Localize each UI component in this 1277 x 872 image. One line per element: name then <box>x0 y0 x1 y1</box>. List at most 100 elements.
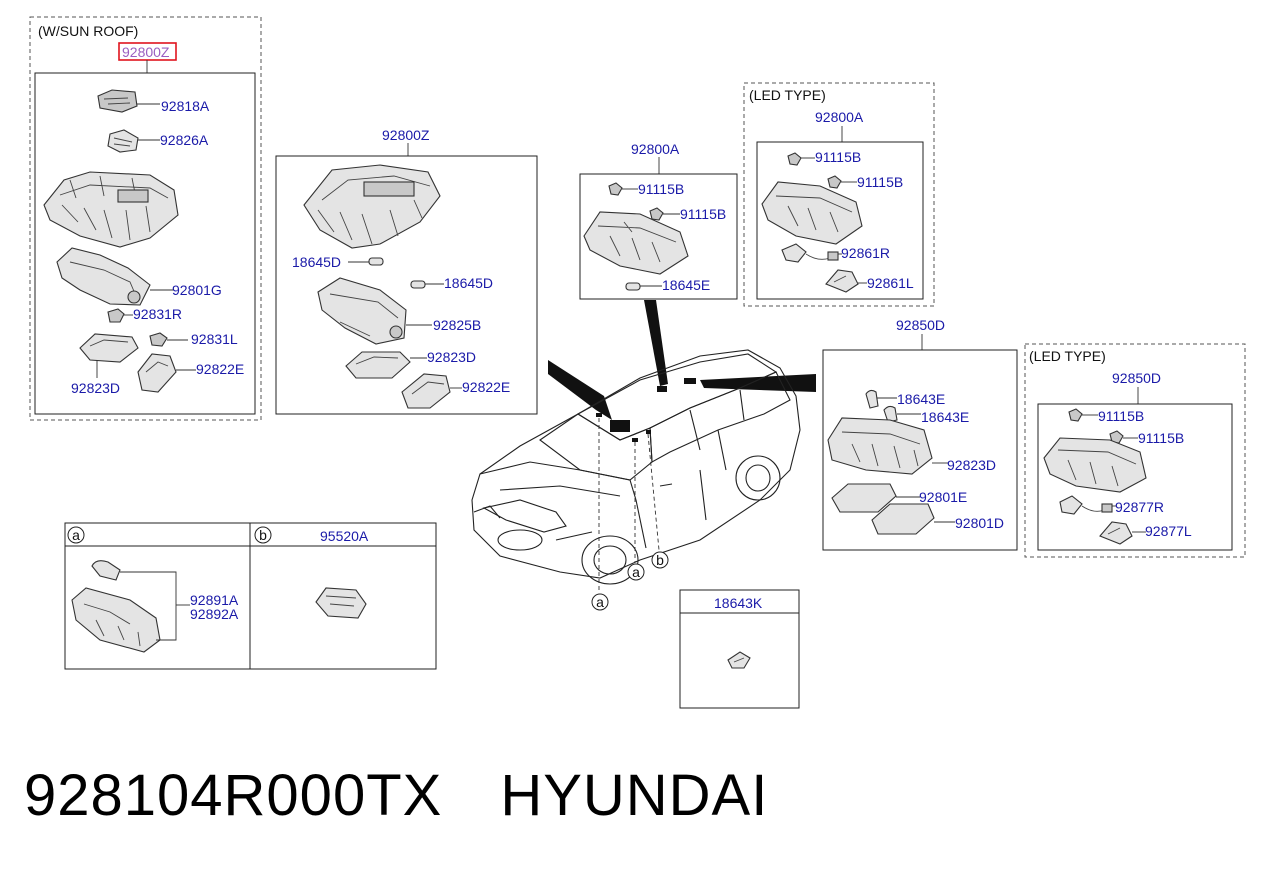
sunroof-inner-frame <box>34 72 256 415</box>
group-room-lamp: 92850D 18643E 18643E 92823D 92801E 92801… <box>822 317 1018 551</box>
part-label[interactable]: 92891A <box>190 592 239 608</box>
group-front-lamp: 92800Z 18645D 18645D 92825B 9 <box>275 127 538 415</box>
part-label[interactable]: 92823D <box>71 380 120 396</box>
map-led-header: (LED TYPE) <box>749 87 826 103</box>
part-label[interactable]: 92822E <box>462 379 510 395</box>
callout-a-1[interactable]: a <box>591 593 609 611</box>
part-label[interactable]: 92831R <box>133 306 182 322</box>
lens-92822e-front-drawing <box>401 373 451 409</box>
part-label[interactable]: 92892A <box>190 606 239 622</box>
part-label[interactable]: 92877L <box>1145 523 1192 539</box>
part-label[interactable]: 92822E <box>196 361 244 377</box>
svg-text:a: a <box>72 527 80 543</box>
svg-text:a: a <box>596 594 604 610</box>
bulb-18643e-a <box>865 389 879 409</box>
led-92861l-drawing <box>825 269 859 293</box>
part-label[interactable]: 92877R <box>1115 499 1164 515</box>
part-label[interactable]: 92801D <box>955 515 1004 531</box>
sunroof-console-housing-drawing <box>43 171 179 248</box>
bulb-box: 18643K <box>679 589 800 709</box>
bulb-18643e-b <box>883 405 898 423</box>
lens-92801g-drawing <box>56 247 151 306</box>
svg-text:b: b <box>259 527 267 543</box>
part-label[interactable]: 92861L <box>867 275 914 291</box>
room-led-frame <box>1037 403 1233 551</box>
group-room-lamp-led: (LED TYPE) 92850D 91115B 91115B 92877R <box>1024 343 1246 558</box>
connector-92831l-drawing <box>149 332 168 347</box>
map-lamp-housing-drawing <box>583 211 689 275</box>
part-label[interactable]: 92818A <box>161 98 210 114</box>
car-illustration: a a b <box>471 300 816 611</box>
front-lamp-housing-drawing <box>303 164 441 249</box>
part-label[interactable]: 91115B <box>680 206 726 222</box>
part-label[interactable]: 92861R <box>841 245 890 261</box>
lens-92823d-drawing <box>79 333 139 363</box>
room-lamp-frame <box>822 349 1018 551</box>
room-led-dashed-frame <box>1024 343 1246 558</box>
callout-a-2[interactable]: a <box>627 563 645 581</box>
part-label[interactable]: 92801G <box>172 282 222 298</box>
lens-92822e-drawing <box>137 353 177 393</box>
part-label[interactable]: 91115B <box>1098 408 1144 424</box>
part-label[interactable]: 18643E <box>897 391 945 407</box>
lens-92801e-drawing <box>831 483 897 513</box>
group-sunroof: (W/SUN ROOF) 92800Z 92818A 92826A <box>29 16 262 421</box>
callout-b[interactable]: b <box>651 551 669 569</box>
connector-92831r-drawing <box>107 308 125 323</box>
part-label[interactable]: 18645D <box>292 254 341 270</box>
part-label[interactable]: 18643E <box>921 409 969 425</box>
col-b-title[interactable]: 95520A <box>320 528 369 544</box>
screw-91115b-c <box>787 152 802 166</box>
part-label[interactable]: 91115B <box>638 181 684 197</box>
part-label[interactable]: 92823D <box>947 457 996 473</box>
map-led-dashed-frame <box>743 82 935 307</box>
marker-b: b <box>254 526 272 544</box>
callout-wedge-right <box>700 374 816 392</box>
group-map-lamp-led: (LED TYPE) 92800A 91115B 91115B 92861R <box>743 82 935 307</box>
part-label[interactable]: 18645D <box>444 275 493 291</box>
front-lamp-frame <box>275 155 538 415</box>
callout-wedge-left <box>548 360 612 420</box>
bulb-18643k-drawing <box>727 651 751 669</box>
led-92861r-drawing <box>781 243 839 263</box>
room-led-housing-drawing <box>1043 437 1147 493</box>
screw-91115b-a <box>608 182 623 196</box>
map-lamp-frame <box>579 173 738 300</box>
part-label[interactable]: 92826A <box>160 132 209 148</box>
part-label[interactable]: 92801E <box>919 489 967 505</box>
bulb-18645d-right <box>410 280 426 289</box>
part-label[interactable]: 91115B <box>857 174 903 190</box>
part-label[interactable]: 18645E <box>662 277 710 293</box>
group-title[interactable]: 92850D <box>1112 370 1161 386</box>
part-label[interactable]: 91115B <box>815 149 861 165</box>
group-title[interactable]: 92800A <box>631 141 680 157</box>
bulb-18645e <box>625 282 641 291</box>
group-title[interactable]: 92850D <box>896 317 945 333</box>
sunroof-console-mark <box>610 420 630 432</box>
map-led-housing-drawing <box>761 181 863 245</box>
bulb-box-title[interactable]: 18643K <box>714 595 763 611</box>
highlight-box <box>118 42 177 61</box>
bracket-92826a-drawing <box>107 129 139 153</box>
svg-text:b: b <box>656 552 664 568</box>
screw-91115b-b <box>649 207 664 221</box>
group-title[interactable]: 92800Z <box>382 127 430 143</box>
part-label[interactable]: 91115B <box>1138 430 1184 446</box>
lens-92823d-front-drawing <box>345 351 411 379</box>
callout-wedge-mid <box>644 300 668 386</box>
marker-a: a <box>67 526 85 544</box>
part-label[interactable]: 92831L <box>191 331 238 347</box>
highlighted-part-label[interactable]: 92800Z <box>122 44 170 60</box>
led-92877r-drawing <box>1059 495 1113 515</box>
group-map-lamp: 92800A 91115B 91115B 18645E <box>579 141 738 300</box>
sunroof-dashed-frame <box>29 16 262 421</box>
screw-91115b-d <box>827 175 842 189</box>
part-label[interactable]: 92825B <box>433 317 481 333</box>
screw-91115b-e <box>1068 408 1083 422</box>
group-title[interactable]: 92800A <box>815 109 864 125</box>
part-label[interactable]: 92823D <box>427 349 476 365</box>
footer-part-number: 928104R000TX <box>24 763 443 828</box>
lens-92801d-drawing <box>871 503 935 535</box>
